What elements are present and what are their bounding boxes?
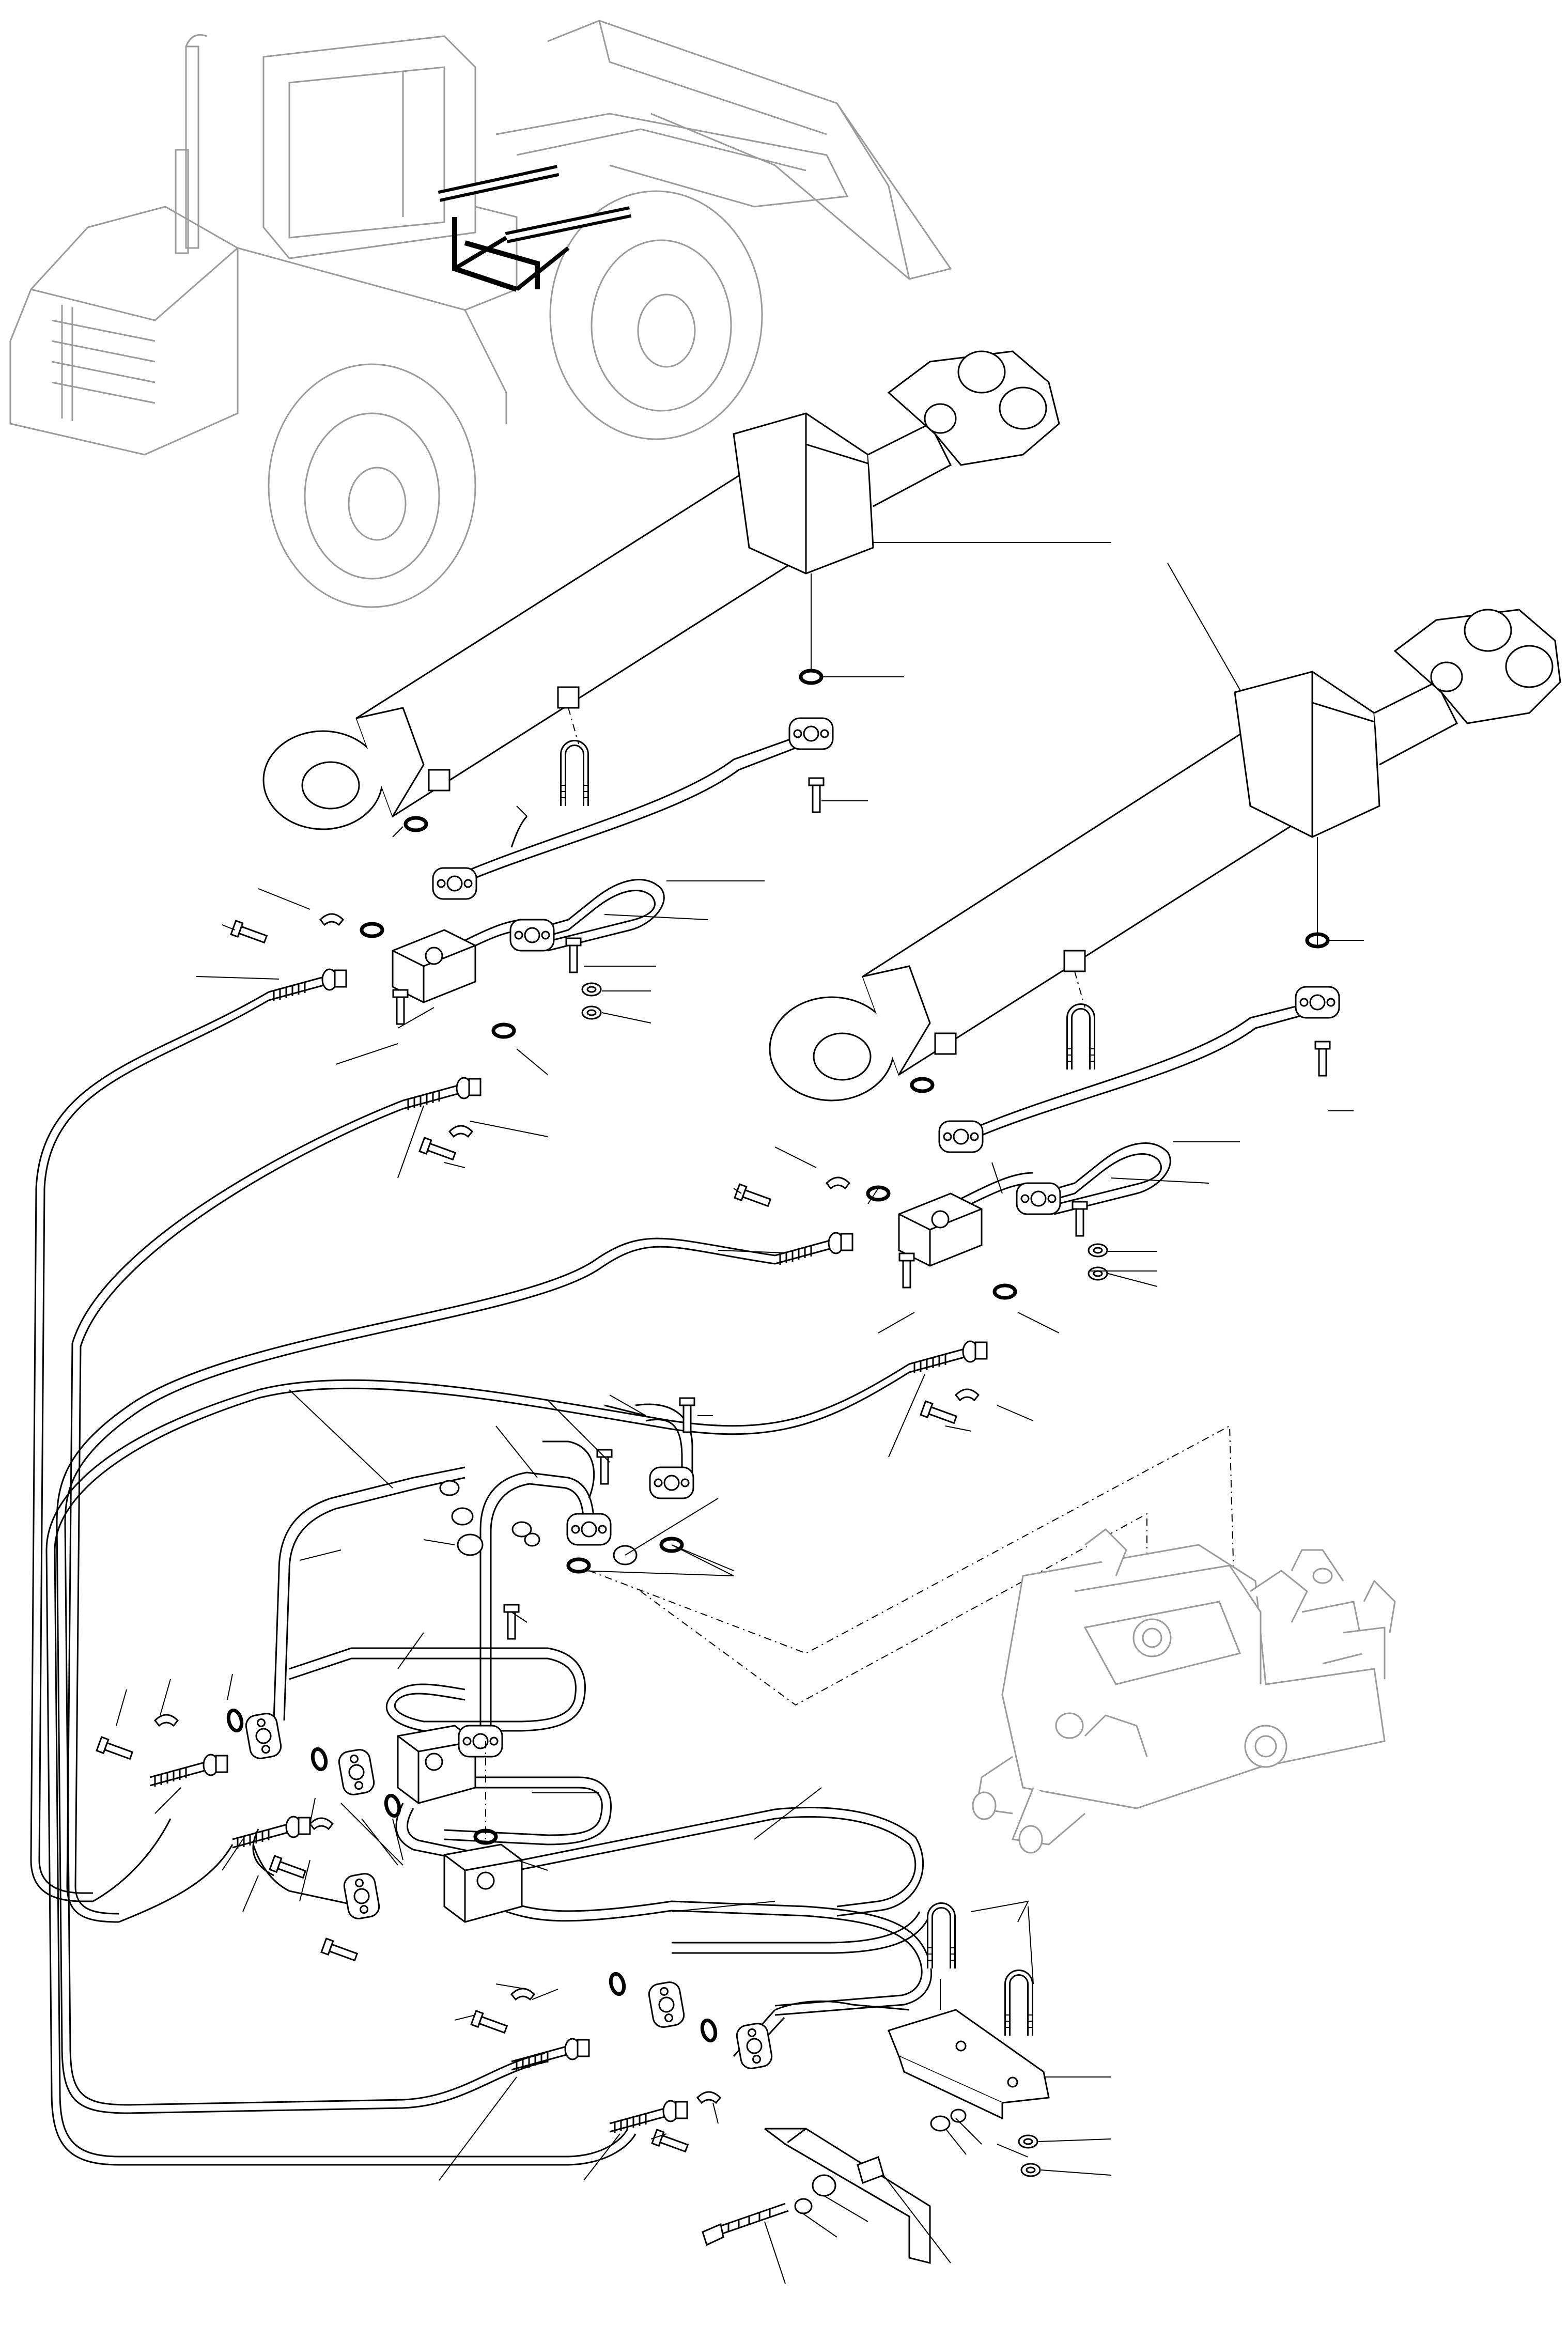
u-bolt-1-icon bbox=[560, 743, 589, 806]
bolt-2d-icon bbox=[734, 1183, 773, 1211]
hose-end-m1-icon bbox=[149, 1754, 228, 1788]
bolt-m6-icon bbox=[320, 1937, 360, 1965]
o-ring-m8-icon bbox=[700, 2019, 718, 2042]
leader-lines-cylinder-1 bbox=[811, 542, 1251, 708]
bolt-m3-icon bbox=[503, 1604, 520, 1640]
bolt-2a-icon bbox=[1314, 1041, 1331, 1077]
u-bolt-m2-icon bbox=[1004, 1973, 1033, 2036]
o-ring-1b-icon bbox=[406, 818, 426, 830]
o-ring-1a-icon bbox=[801, 671, 821, 683]
mounting-bracket-icon bbox=[888, 2009, 1050, 2120]
hose-end-1a-icon bbox=[268, 968, 347, 1002]
manifold-block-2-icon bbox=[443, 1843, 523, 1923]
flange-2c-icon bbox=[1016, 1182, 1061, 1215]
bolt-1e-icon bbox=[418, 1137, 458, 1164]
flange-1c-icon bbox=[509, 919, 555, 952]
hose-end-m3-icon bbox=[510, 2038, 590, 2072]
control-valve-block-icon bbox=[972, 1528, 1396, 1854]
pipe-assembly-2 bbox=[960, 1001, 1313, 1215]
flange-m6-icon bbox=[341, 1871, 382, 1921]
bolt-m1-icon bbox=[679, 1397, 695, 1433]
port-block-2-icon bbox=[898, 1192, 983, 1267]
bolt-2b-icon bbox=[1072, 1201, 1088, 1237]
bolt-m4-icon bbox=[96, 1736, 135, 1763]
o-ring-2d-icon bbox=[995, 1285, 1015, 1298]
pipe-assembly-1 bbox=[449, 733, 806, 957]
bolt-1a-icon bbox=[808, 777, 825, 813]
fittings-manifold bbox=[439, 1480, 638, 1565]
hose-end-1b-icon bbox=[402, 1077, 482, 1111]
bolt-m7-icon bbox=[470, 2010, 509, 2037]
leader-lines-manifold bbox=[116, 1389, 1111, 2284]
leader-lines-pipe-1 bbox=[196, 676, 904, 1179]
flange-1a-icon bbox=[788, 717, 834, 750]
clamp-1b-icon bbox=[448, 1125, 473, 1138]
alignment-lines bbox=[568, 573, 1318, 1008]
bolt-1b-icon bbox=[565, 937, 582, 973]
clamp-m1-icon bbox=[154, 1714, 179, 1727]
hose-end-2b-icon bbox=[908, 1340, 988, 1374]
u-bolt-m1-icon bbox=[927, 1905, 956, 1968]
o-ring-2b-icon bbox=[912, 1079, 933, 1091]
clamp-2b-icon bbox=[955, 1388, 980, 1401]
long-hoses bbox=[30, 991, 910, 2166]
clamp-m3-icon bbox=[510, 1988, 535, 2001]
flange-m4-icon bbox=[243, 1711, 284, 1761]
flange-m1-icon bbox=[458, 1725, 503, 1758]
hydraulic-cylinder-2-icon bbox=[769, 609, 1561, 1102]
hose-end-2a-icon bbox=[774, 1232, 853, 1266]
port-block-1-icon bbox=[392, 929, 476, 1003]
o-ring-m2-icon bbox=[568, 1559, 589, 1572]
flange-m7-icon bbox=[646, 1979, 687, 2030]
nut-1a-icon bbox=[581, 1005, 602, 1020]
nut-2a-icon bbox=[1088, 1266, 1108, 1281]
manifold-block-1-icon bbox=[397, 1725, 476, 1804]
lower-pipe-manifold bbox=[252, 1403, 933, 2063]
bolt-1c-icon bbox=[392, 989, 409, 1025]
flange-m3-icon bbox=[566, 1513, 612, 1546]
hose-end-m4-icon bbox=[609, 2100, 688, 2134]
flange-m2-icon bbox=[649, 1466, 694, 1499]
clamp-2a-icon bbox=[826, 1176, 850, 1189]
washer-1a-icon bbox=[581, 982, 602, 997]
flange-2b-icon bbox=[938, 1120, 984, 1153]
o-ring-m4-icon bbox=[226, 1709, 244, 1732]
o-ring-1d-icon bbox=[493, 1025, 514, 1037]
washer-2a-icon bbox=[1088, 1243, 1108, 1258]
flange-m8-icon bbox=[734, 2021, 774, 2071]
flange-2a-icon bbox=[1295, 986, 1340, 1019]
support-bracket-icon bbox=[764, 2128, 931, 2264]
bolt-1d-icon bbox=[230, 920, 269, 947]
washer-m1-icon bbox=[1018, 2134, 1038, 2149]
bolt-m2-icon bbox=[596, 1449, 613, 1485]
flange-m5-icon bbox=[336, 1747, 377, 1797]
flange-1b-icon bbox=[432, 867, 477, 900]
spacers-and-bolt bbox=[702, 2109, 967, 2246]
hydraulic-cylinder-1-icon bbox=[262, 350, 1060, 830]
hose-end-m2-icon bbox=[231, 1816, 311, 1850]
o-ring-1c-icon bbox=[362, 924, 382, 936]
o-ring-m7-icon bbox=[609, 1973, 626, 1996]
leader-lines-pipe-2 bbox=[718, 940, 1364, 1458]
bolt-2c-icon bbox=[898, 1252, 915, 1289]
bolt-m8-icon bbox=[651, 2129, 690, 2156]
nut-m1-icon bbox=[1020, 2163, 1041, 2177]
bolt-m5-icon bbox=[269, 1855, 308, 1882]
u-bolt-2-icon bbox=[1066, 1006, 1095, 1069]
o-ring-m5-icon bbox=[311, 1748, 328, 1771]
bolt-2e-icon bbox=[920, 1400, 959, 1428]
locator-highlight-icon bbox=[438, 165, 632, 292]
clamp-m2-icon bbox=[309, 1817, 334, 1830]
o-ring-m6-icon bbox=[384, 1794, 401, 1818]
clamp-m4-icon bbox=[696, 2091, 721, 2104]
clamp-1a-icon bbox=[319, 913, 344, 926]
